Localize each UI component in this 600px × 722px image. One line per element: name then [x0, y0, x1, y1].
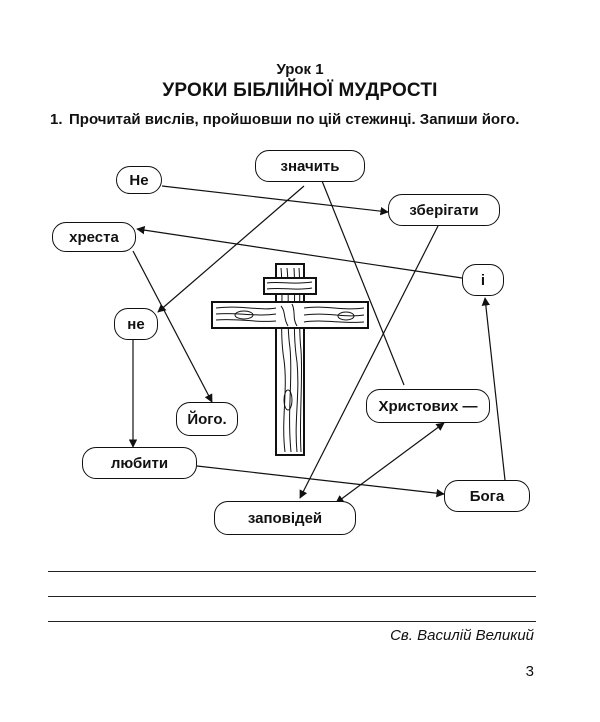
double-arrow	[335, 422, 445, 504]
answer-line-2[interactable]	[48, 596, 536, 597]
word-box-zapovidey: заповідей	[214, 501, 356, 535]
page-number: 3	[525, 663, 534, 680]
answer-line-1[interactable]	[48, 571, 536, 572]
word-box-ne-capital: Не	[116, 166, 162, 194]
word-box-i: і	[462, 264, 504, 296]
task-number: 1.	[50, 111, 63, 128]
word-box-lyubyty: любити	[82, 447, 197, 479]
word-box-znachyt: значить	[255, 150, 365, 182]
word-box-zberihaty: зберігати	[388, 194, 500, 226]
word-box-khrystovykh: Христових —	[366, 389, 490, 423]
path-arrows	[128, 160, 506, 499]
answer-line-3[interactable]	[48, 621, 536, 622]
task-text: Прочитай вислів, пройшовши по цій стежин…	[69, 111, 520, 128]
word-box-yoho: Його.	[176, 402, 238, 436]
lesson-number: Урок 1	[276, 61, 324, 78]
quote-author: Св. Василій Великий	[390, 627, 534, 644]
word-box-khresta: хреста	[52, 222, 136, 252]
cross-illustration	[211, 263, 369, 456]
lesson-title: УРОКИ БІБЛІЙНОЇ МУДРОСТІ	[162, 80, 438, 101]
word-box-boha: Бога	[444, 480, 530, 512]
task-instruction: 1. Прочитай вислів, пройшовши по цій сте…	[50, 110, 550, 129]
word-box-ne: не	[114, 308, 158, 340]
